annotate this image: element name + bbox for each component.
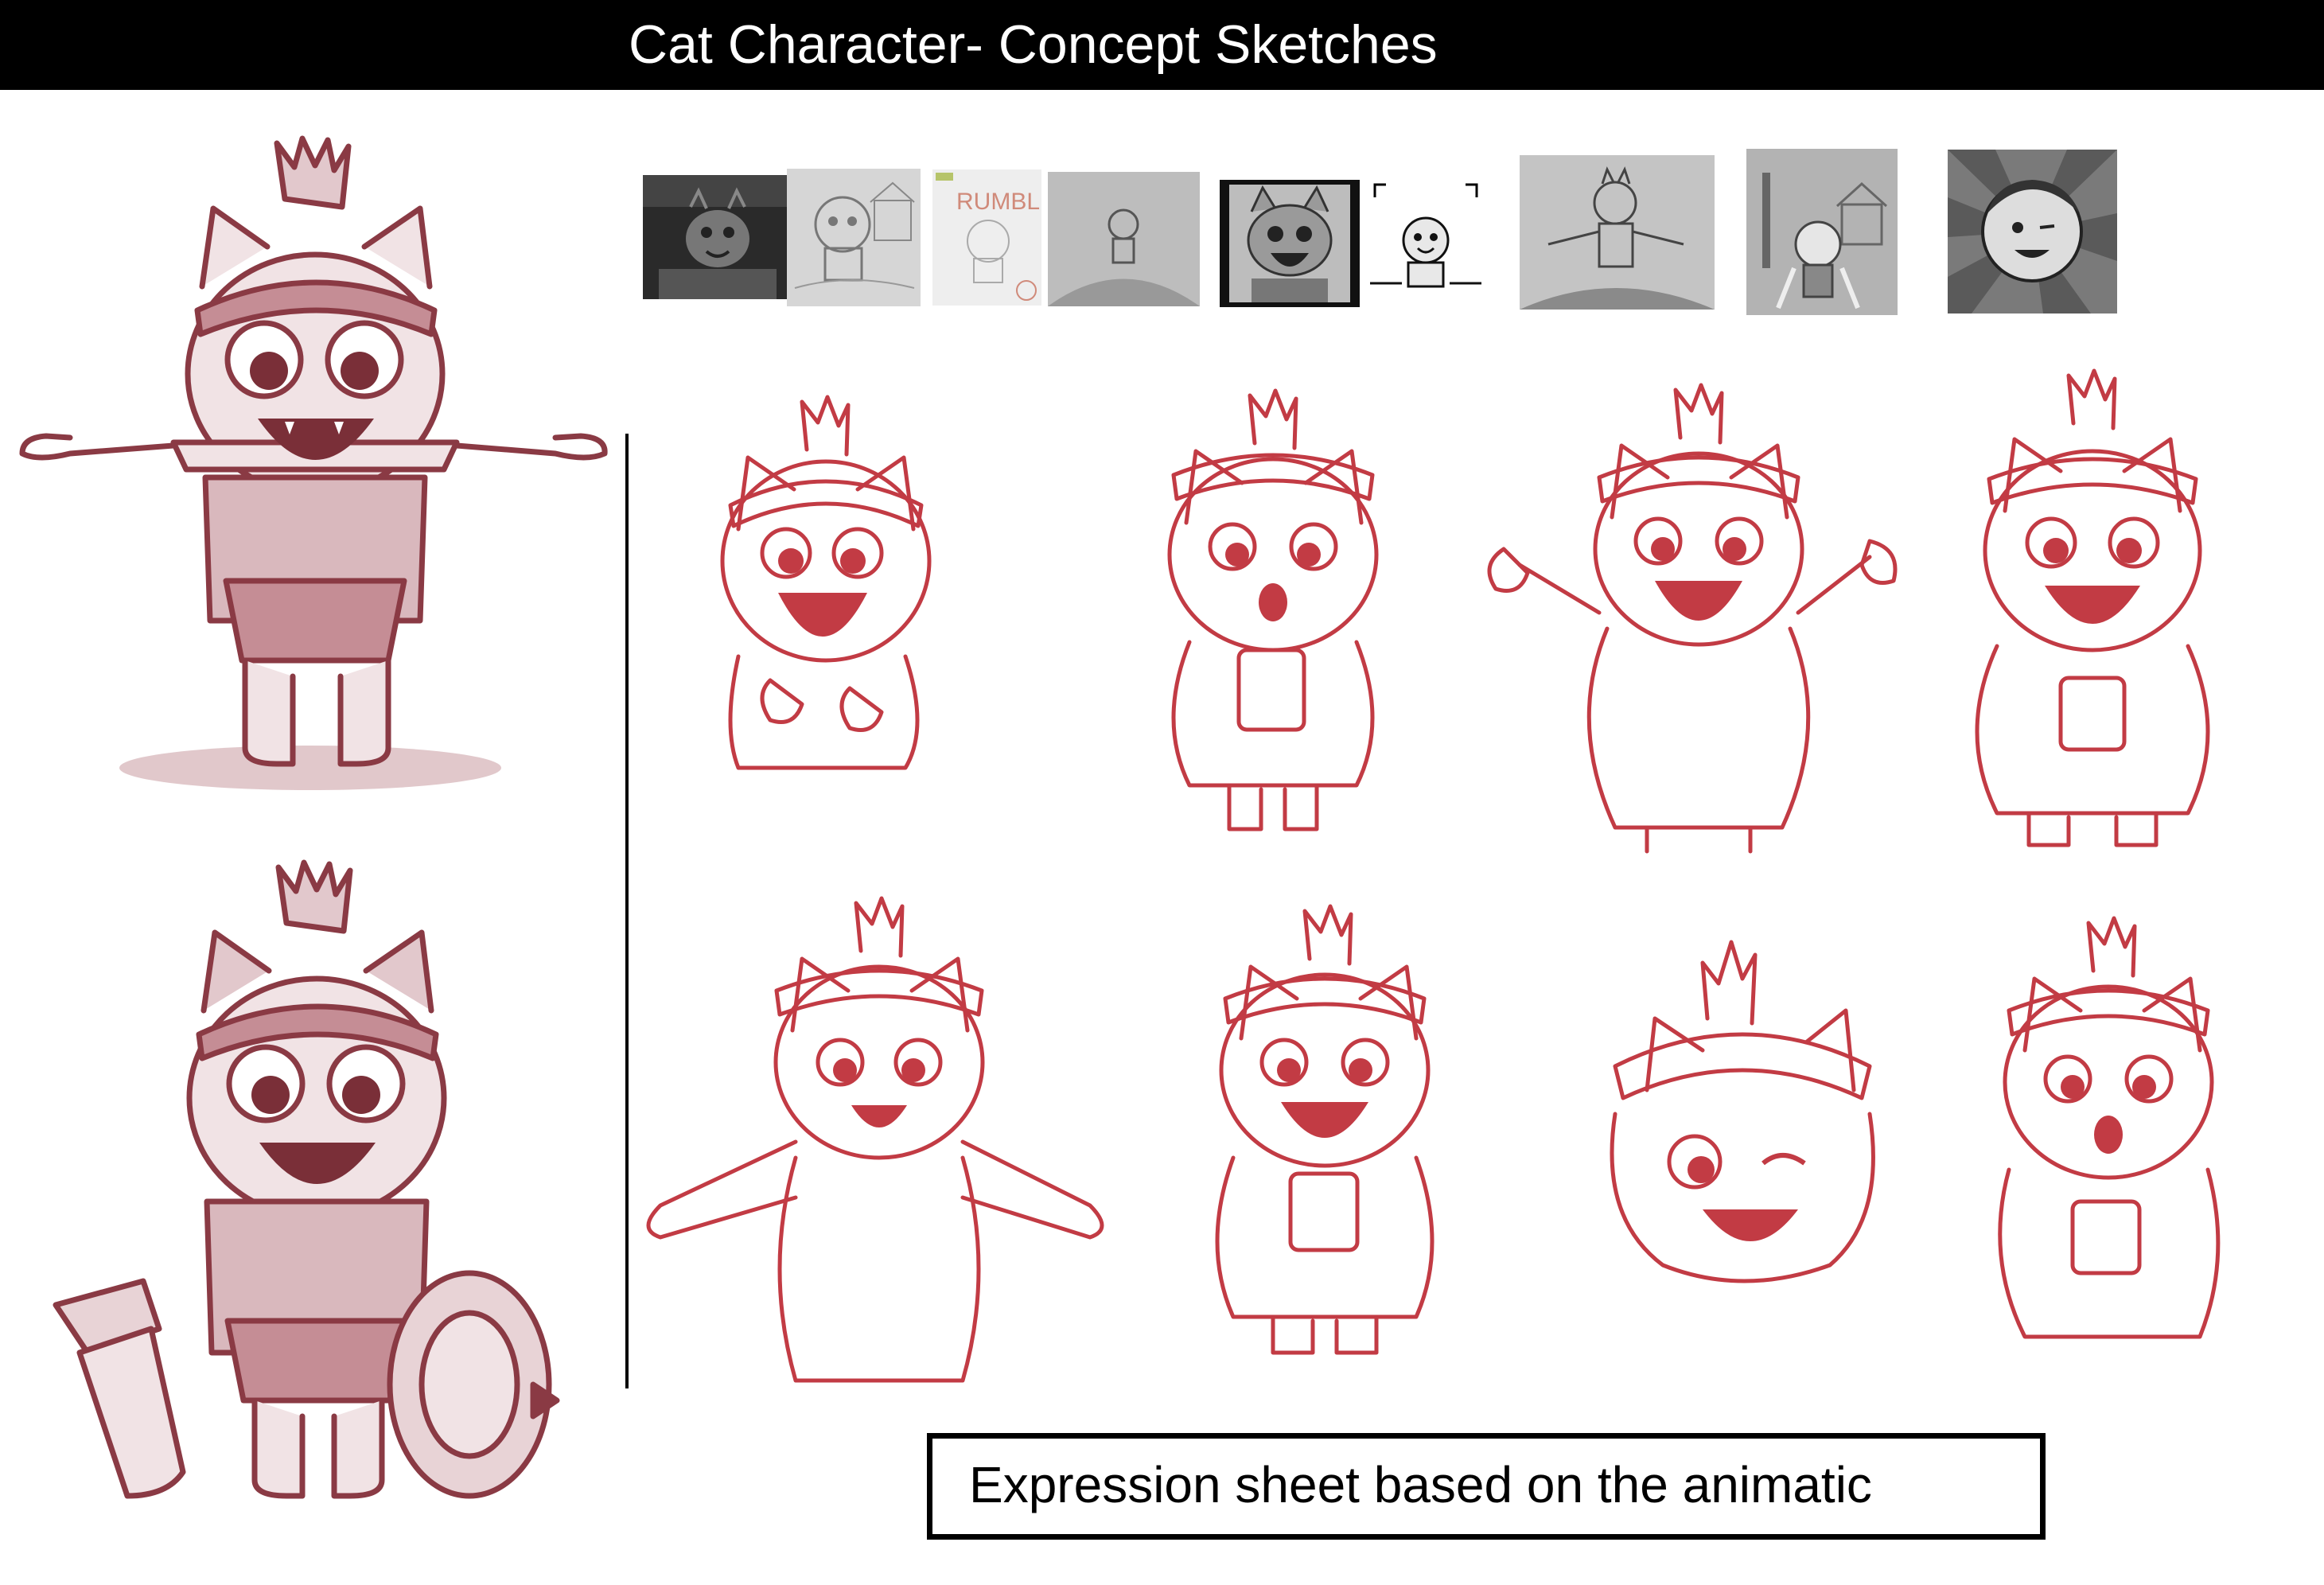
page-title: Cat Character- Concept Sketches [629, 14, 1438, 75]
expr-arms-raised [1472, 382, 1909, 854]
expr-shocked-phone [1977, 915, 2232, 1349]
thumb-cat-village [787, 169, 921, 306]
expr-surprised-phone [1134, 387, 1396, 841]
caption-box: Expression sheet based on the animatic [927, 1433, 2046, 1540]
thumb-woman-wink [1948, 150, 2117, 313]
cat-sword-shield [53, 859, 565, 1512]
expr-wink-headshot [1599, 939, 1894, 1289]
expr-laughing-hands-up [691, 394, 945, 780]
thumb-cat-popup [1370, 181, 1481, 305]
expr-tpose-smile [636, 895, 1114, 1388]
thumb-cat-on-hill [1048, 172, 1200, 306]
thumb-cat-glow-house [1746, 149, 1898, 315]
expr-happy-phone [1949, 360, 2220, 857]
expr-phone-laugh [1193, 903, 1448, 1361]
thumb-cat-closeup [1220, 180, 1360, 307]
cat-tpose-armor [14, 135, 611, 790]
column-divider [625, 434, 629, 1388]
caption-text: Expression sheet based on the animatic [969, 1456, 1872, 1513]
title-bar: Cat Character- Concept Sketches [0, 0, 2324, 90]
thumb-cat-arms-out [1520, 155, 1715, 310]
thumb-cat-dark-scene [643, 175, 792, 299]
